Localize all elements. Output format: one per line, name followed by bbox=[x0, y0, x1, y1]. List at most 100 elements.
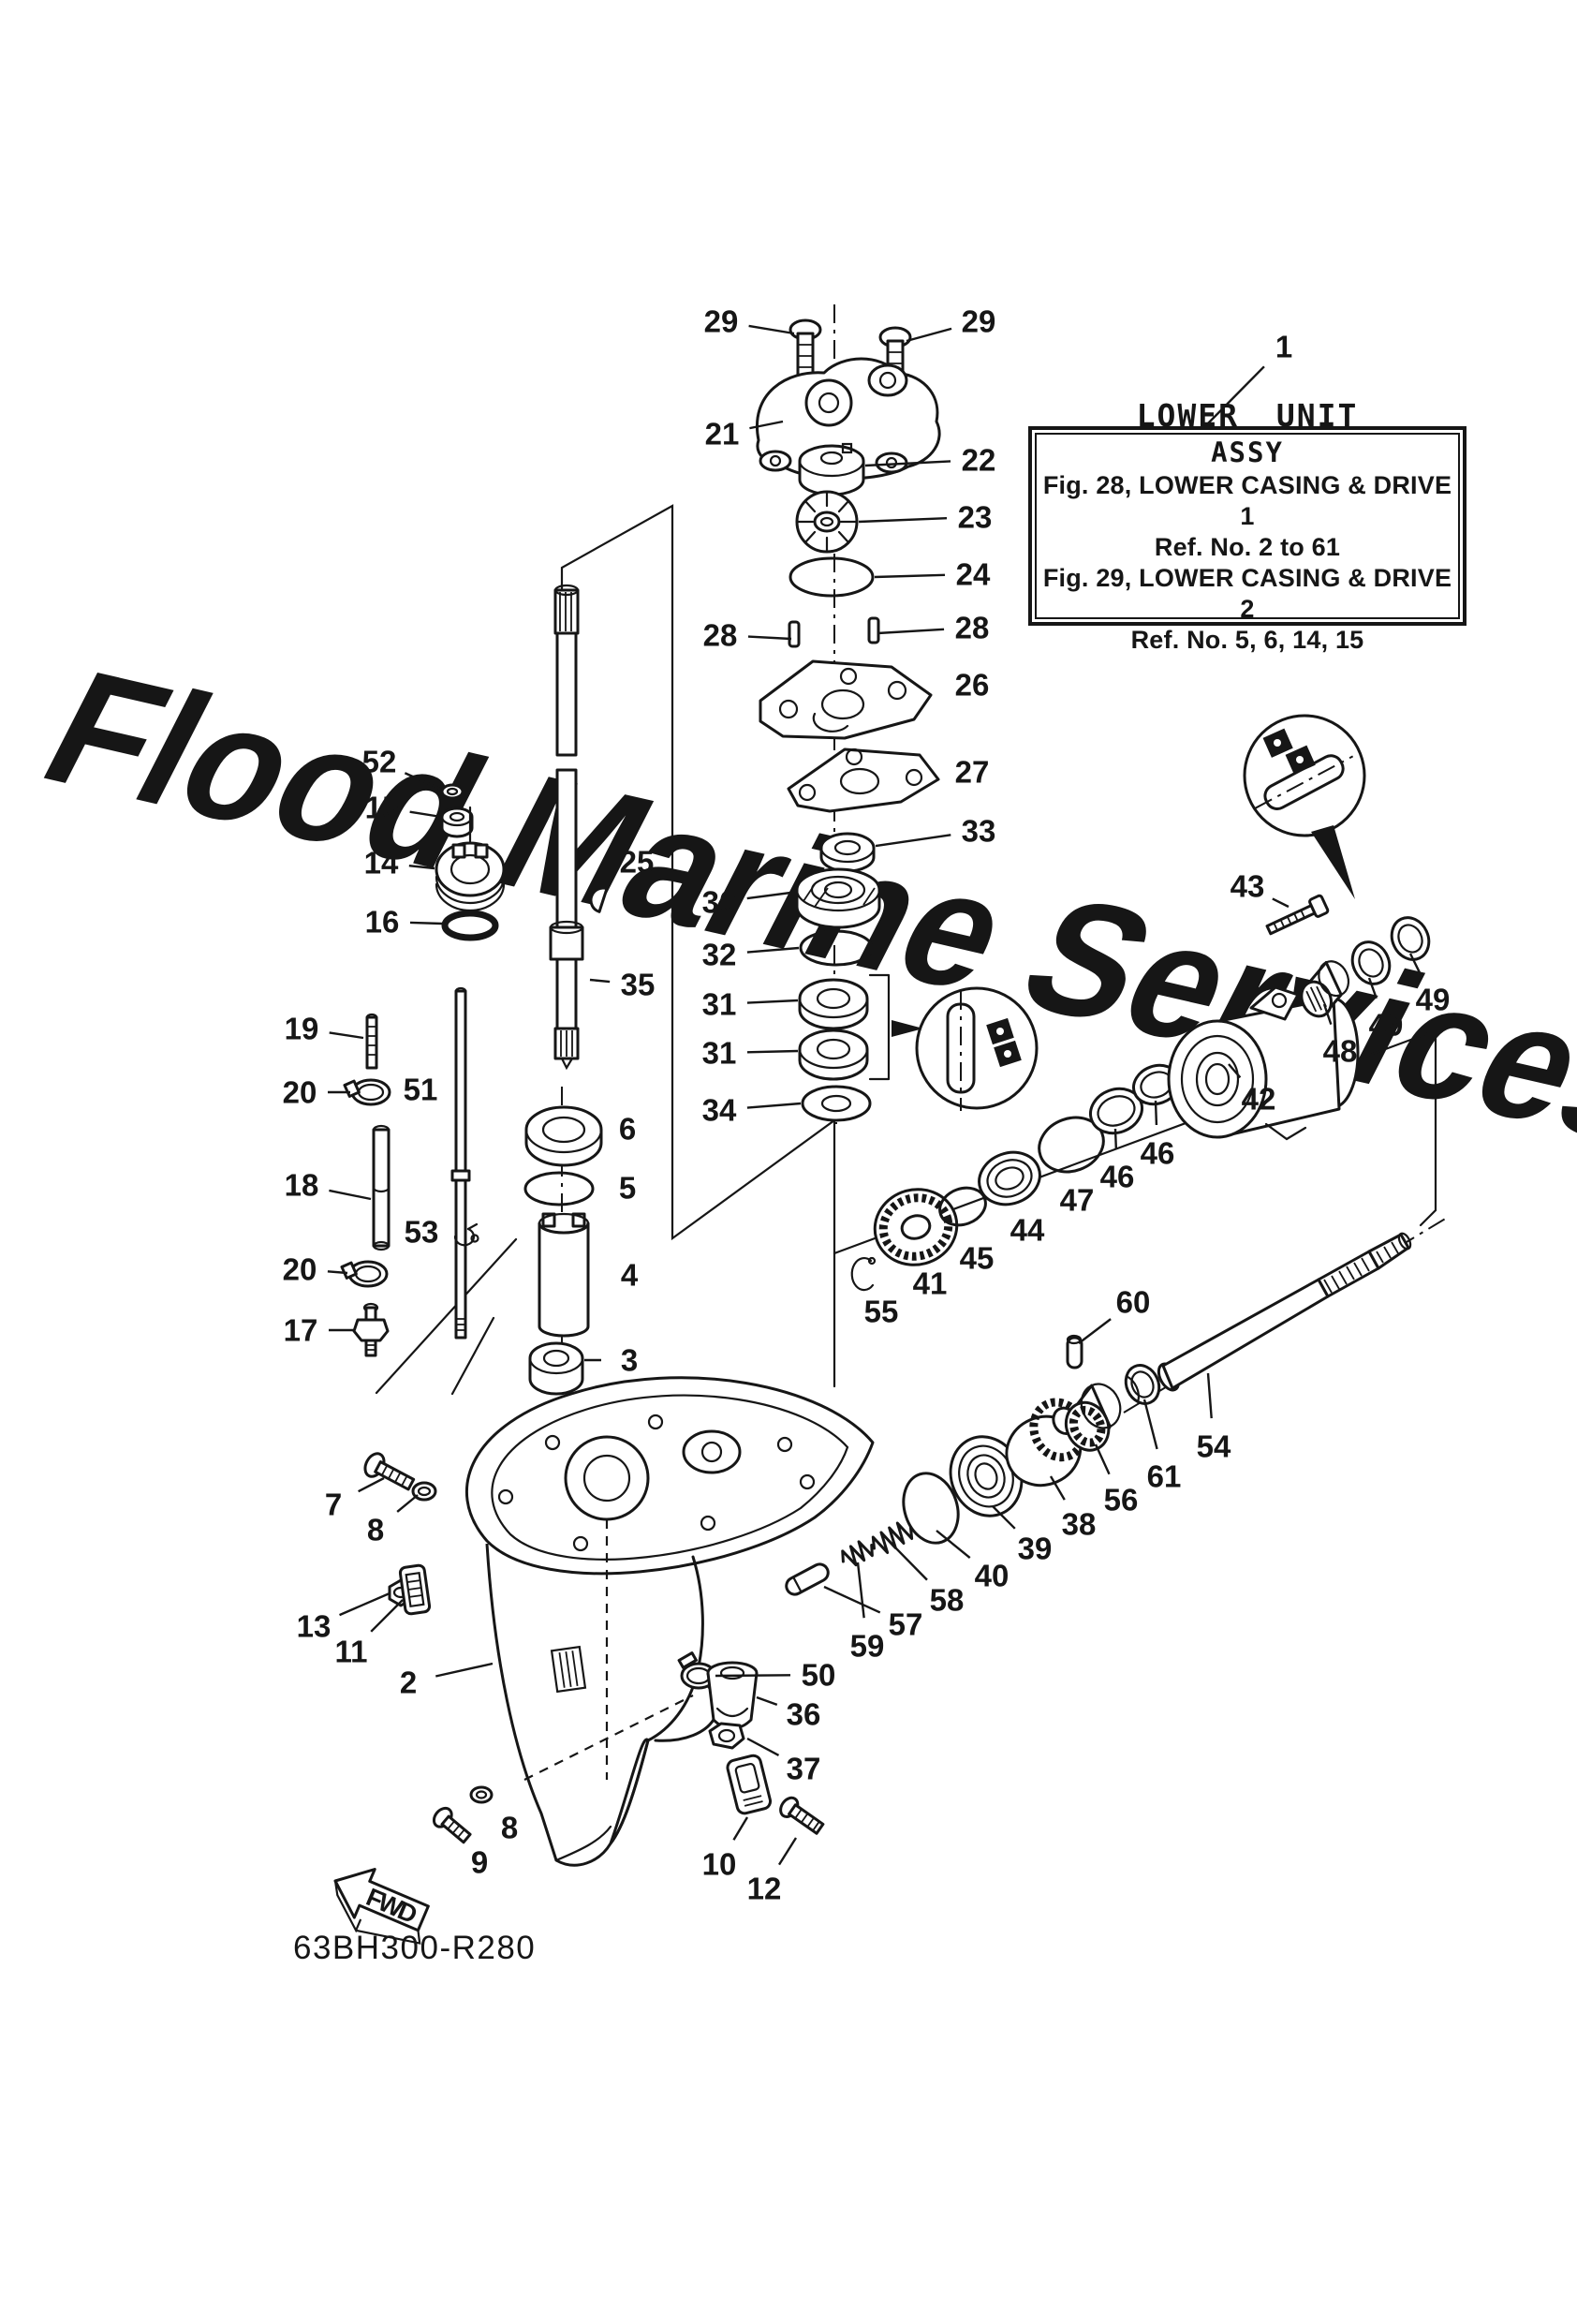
part-20-clamp-lower bbox=[340, 1260, 389, 1288]
part-25-woodruff-key bbox=[589, 886, 609, 913]
callout-49: 49 bbox=[1369, 1008, 1404, 1043]
part-31-bearing-upper bbox=[798, 978, 869, 1030]
callout-28: 28 bbox=[703, 618, 738, 653]
leader-line-59 bbox=[856, 1562, 865, 1619]
callout-37: 37 bbox=[787, 1752, 821, 1786]
fig29-line: Fig. 29, LOWER CASING & DRIVE 2 bbox=[1042, 563, 1452, 623]
callout-29: 29 bbox=[962, 304, 996, 339]
callout-8: 8 bbox=[367, 1513, 384, 1547]
leader-line-16 bbox=[409, 921, 443, 925]
leader-line-49 bbox=[1408, 953, 1422, 975]
leader-line-30 bbox=[746, 890, 799, 900]
callout-35: 35 bbox=[621, 968, 656, 1002]
callout-41: 41 bbox=[913, 1266, 948, 1301]
callout-5: 5 bbox=[619, 1171, 636, 1206]
callout-24: 24 bbox=[956, 557, 991, 592]
leader-line-22 bbox=[864, 460, 951, 467]
leader-line-52 bbox=[404, 772, 443, 792]
part-34-washer bbox=[801, 1085, 872, 1122]
callout-48: 48 bbox=[1323, 1034, 1358, 1069]
part-22-spacer bbox=[798, 442, 865, 496]
part-60-pin bbox=[1066, 1334, 1083, 1369]
leader-line-49 bbox=[1367, 977, 1378, 999]
part-32-o-ring bbox=[799, 929, 874, 967]
leader-line-46 bbox=[1154, 1100, 1158, 1126]
leader-line-60 bbox=[1078, 1318, 1112, 1344]
part-53-clip bbox=[453, 1222, 479, 1247]
detail-circle-top bbox=[1243, 714, 1366, 899]
leader-line-19 bbox=[329, 1031, 364, 1040]
callout-54: 54 bbox=[1197, 1429, 1231, 1464]
part-10-anode bbox=[726, 1754, 773, 1815]
callout-11: 11 bbox=[335, 1635, 368, 1669]
leader-line-35 bbox=[589, 978, 611, 984]
callout-60: 60 bbox=[1116, 1285, 1151, 1320]
leader-line-50 bbox=[715, 1674, 791, 1678]
part-57-plunger bbox=[785, 1562, 830, 1596]
callout-1: 1 bbox=[1275, 330, 1292, 364]
part-26-pump-plate bbox=[759, 659, 933, 740]
callout-59: 59 bbox=[850, 1629, 885, 1664]
leader-line-32 bbox=[746, 946, 800, 954]
leader-line-56 bbox=[1094, 1443, 1111, 1475]
part-17-fitting bbox=[352, 1302, 390, 1357]
part-51-shift-rod bbox=[450, 986, 471, 1340]
callout-33: 33 bbox=[962, 814, 996, 849]
leader-line-29 bbox=[906, 327, 952, 343]
callout-26: 26 bbox=[955, 668, 990, 703]
callout-46: 46 bbox=[1141, 1136, 1175, 1171]
callout-50: 50 bbox=[802, 1658, 836, 1693]
leader-line-2 bbox=[435, 1662, 494, 1678]
callout-31: 31 bbox=[702, 1036, 737, 1071]
lower-unit-assy-box: LOWER UNIT ASSY Fig. 28, LOWER CASING & … bbox=[1028, 397, 1466, 654]
part-8-washer-lower bbox=[469, 1785, 494, 1804]
callout-45: 45 bbox=[960, 1241, 995, 1276]
part-55-circlip bbox=[850, 1256, 877, 1292]
callout-12: 12 bbox=[747, 1872, 782, 1906]
part-49-washer-inner bbox=[1350, 940, 1392, 985]
leader-line-7 bbox=[358, 1476, 385, 1493]
leader-line-8 bbox=[396, 1494, 419, 1513]
leader-line-24 bbox=[874, 573, 946, 579]
callout-20: 20 bbox=[283, 1075, 317, 1110]
leader-line-29 bbox=[748, 324, 795, 335]
part-48-sleeve bbox=[1300, 960, 1350, 1018]
leader-line-46 bbox=[1113, 1128, 1118, 1149]
callout-49: 49 bbox=[1416, 983, 1451, 1017]
leader-line-34 bbox=[746, 1102, 802, 1109]
callout-25: 25 bbox=[620, 845, 655, 880]
callout-16: 16 bbox=[365, 905, 400, 940]
leader-line-13 bbox=[339, 1591, 391, 1617]
part-28-pin-right bbox=[867, 616, 880, 644]
part-2-lower-casing bbox=[464, 1376, 875, 1867]
part-59-spring bbox=[841, 1540, 874, 1567]
part-28-pin-left bbox=[788, 620, 801, 648]
callout-34: 34 bbox=[702, 1093, 737, 1128]
part-43-stud bbox=[1265, 894, 1330, 936]
leader-line-57 bbox=[823, 1585, 881, 1614]
callout-44: 44 bbox=[1010, 1213, 1045, 1248]
callout-61: 61 bbox=[1147, 1459, 1182, 1494]
fig28-ref-line: Ref. No. 2 to 61 bbox=[1154, 532, 1341, 561]
detail-circle-mid bbox=[868, 973, 1039, 1111]
leader-line-40 bbox=[936, 1530, 971, 1559]
callout-39: 39 bbox=[1018, 1532, 1053, 1566]
water-inlet-window bbox=[550, 1645, 587, 1694]
callout-6: 6 bbox=[619, 1112, 636, 1147]
leader-line-37 bbox=[746, 1737, 780, 1756]
callout-55: 55 bbox=[864, 1295, 899, 1329]
part-14-clutch bbox=[435, 806, 506, 912]
leader-line-43 bbox=[1272, 897, 1290, 909]
part-11-grommet bbox=[398, 1563, 432, 1616]
callout-23: 23 bbox=[958, 500, 993, 535]
callout-28: 28 bbox=[955, 611, 990, 645]
part-6-bearing bbox=[524, 1105, 603, 1167]
leader-line-48 bbox=[1322, 1003, 1333, 1025]
callout-56: 56 bbox=[1104, 1483, 1139, 1517]
callout-10: 10 bbox=[702, 1847, 737, 1882]
part-61-ring bbox=[1124, 1364, 1161, 1405]
callout-22: 22 bbox=[962, 443, 996, 478]
part-58-spring bbox=[871, 1521, 914, 1555]
